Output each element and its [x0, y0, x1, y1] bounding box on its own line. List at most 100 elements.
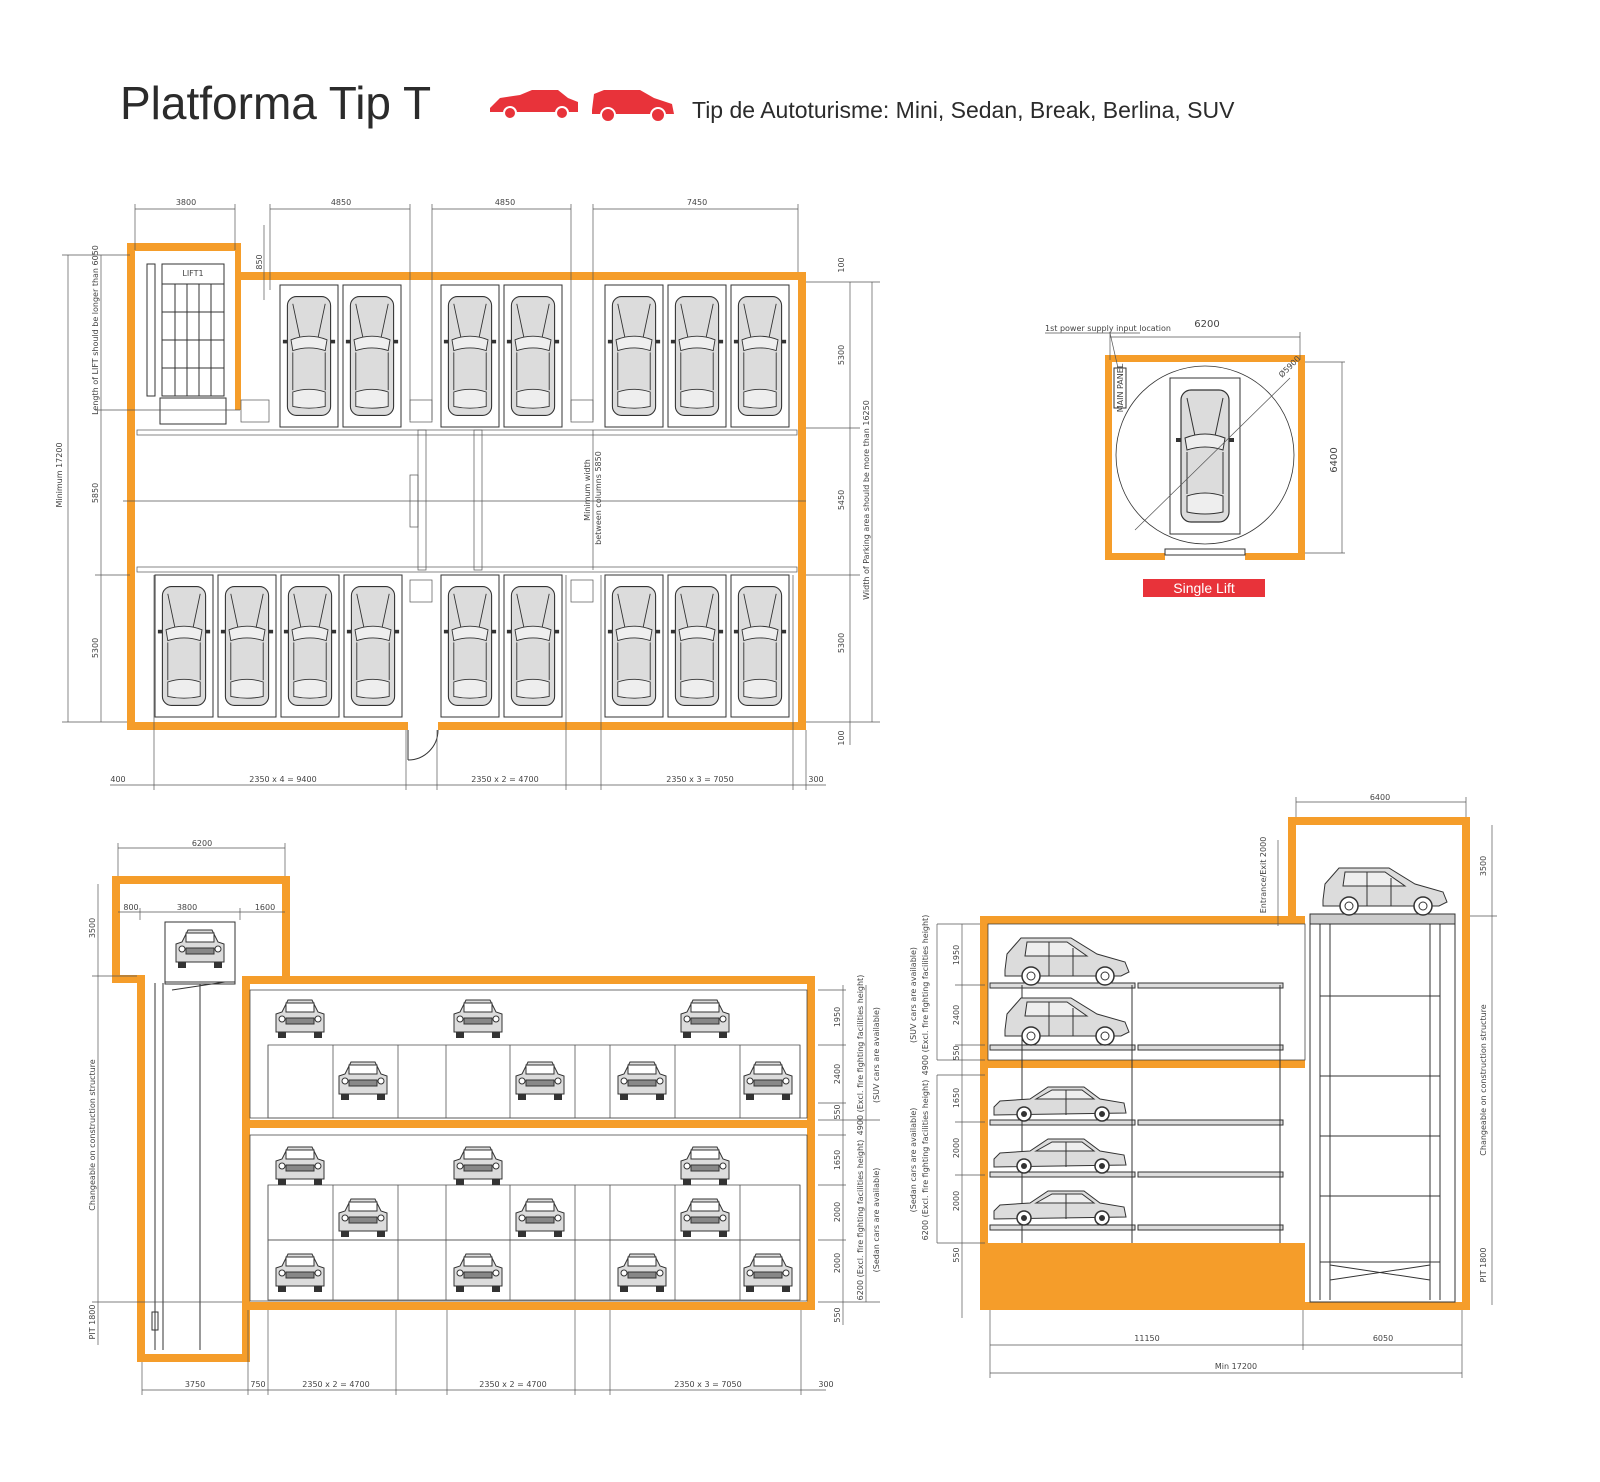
left-section-racks — [267, 999, 801, 1301]
left-dim-2000a: 2000 — [833, 1202, 842, 1222]
car-top-view — [345, 296, 399, 416]
car-top-view — [443, 296, 497, 416]
left-dimension-lines — [92, 843, 880, 1395]
left-suv-height: 4900 (Excl. fire fighting facilities hei… — [856, 975, 865, 1136]
sedan-car-icon — [490, 90, 578, 120]
dim-bottom-1: 400 — [110, 775, 125, 784]
dim-top-3: 4850 — [495, 198, 515, 207]
page-title: Platforma Tip T — [120, 77, 431, 129]
car-front-view — [743, 1061, 793, 1101]
pallet — [989, 1044, 1136, 1051]
car-front-view — [338, 1061, 388, 1101]
dim-right-2: 5300 — [837, 345, 846, 365]
single-lift-view: Ø5900 MAIN PANEL 1st power supply input … — [1045, 319, 1345, 597]
lift-car-front — [175, 929, 225, 969]
left-changeable: Changeable on construction structure — [88, 1059, 97, 1210]
dim-bottom-2: 2350 x 4 = 9400 — [249, 775, 316, 784]
left-top-width: 6200 — [192, 839, 212, 848]
lift-label: LIFT1 — [182, 269, 203, 278]
right-dim-1650: 1650 — [952, 1088, 961, 1108]
dim-5300: 5300 — [91, 638, 100, 658]
car-front-view — [617, 1253, 667, 1293]
sedan-side-view — [993, 1138, 1127, 1174]
right-dimension-labels: 6400 Entrance/Exit 2000 3500 Changeable … — [909, 793, 1488, 1371]
main-panel-label: MAIN PANEL — [1116, 363, 1125, 412]
dim-top-4: 7450 — [687, 198, 707, 207]
right-pit: PIT 1800 — [1479, 1248, 1488, 1283]
dim-right-4: 5300 — [837, 633, 846, 653]
plan-dimension-labels: 3800 4850 4850 7450 850 Length of LIFT s… — [55, 198, 871, 784]
dim-top-1: 3800 — [176, 198, 196, 207]
left-bottom-300: 300 — [818, 1380, 833, 1389]
car-top-view — [157, 586, 211, 706]
single-lift-badge — [1143, 579, 1265, 597]
plan-rails — [123, 399, 806, 603]
dim-right-3: 5450 — [837, 490, 846, 510]
car-top-view — [282, 296, 336, 416]
car-front-view — [453, 1146, 503, 1186]
min-width-line2: between columns 5850 — [594, 451, 603, 545]
lift1: LIFT1 — [146, 263, 227, 425]
car-top-view — [506, 296, 560, 416]
right-section-racks — [989, 937, 1284, 1243]
section-left: 6200 800 3800 1600 3500 Changeable on co… — [88, 839, 881, 1395]
page-subtitle: Tip de Autoturisme: Mini, Sedan, Break, … — [692, 97, 1235, 123]
pallet — [989, 1171, 1136, 1178]
lift-length-note: Length of LIFT should be longer than 605… — [91, 245, 100, 415]
left-bottom-4700a: 2350 x 2 = 4700 — [302, 1380, 369, 1389]
car-top-view — [283, 586, 337, 706]
door-icon — [407, 729, 439, 761]
car-front-view — [275, 1253, 325, 1293]
left-dim-1950: 1950 — [833, 1007, 842, 1027]
rack-row — [267, 1239, 801, 1301]
pallet — [1137, 1044, 1284, 1051]
car-top-view — [506, 586, 560, 706]
plan-view: LIFT1 — [55, 198, 880, 790]
car-top-view — [607, 296, 661, 416]
left-sub-800: 800 — [123, 903, 138, 912]
lift-suv-car — [1322, 867, 1448, 916]
right-dim-1950: 1950 — [952, 945, 961, 965]
dim-top-2: 4850 — [331, 198, 351, 207]
left-dim-550a: 550 — [833, 1104, 842, 1119]
right-top-width: 6400 — [1370, 793, 1390, 802]
width-note: Width of Parking area should be more tha… — [862, 400, 871, 600]
min-width-line1: Minimum width — [583, 459, 592, 521]
left-bottom-3750: 3750 — [185, 1380, 205, 1389]
dim-850: 850 — [255, 254, 264, 269]
dim-bottom-4: 2350 x 3 = 7050 — [666, 775, 733, 784]
pallet — [1137, 1119, 1284, 1126]
right-min-total: Min 17200 — [1215, 1362, 1257, 1371]
car-front-view — [338, 1198, 388, 1238]
left-dim-2000b: 2000 — [833, 1253, 842, 1273]
car-front-view — [453, 999, 503, 1039]
power-supply-note: 1st power supply input location — [1045, 324, 1171, 333]
left-sedan-note: (Sedan cars are available) — [872, 1168, 881, 1273]
right-dim-550b: 550 — [952, 1247, 961, 1262]
car-top-view — [607, 586, 661, 706]
left-sedan-height: 6200 (Excl. fire fighting facilities hei… — [856, 1140, 865, 1301]
right-suv-note: (SUV cars are available) — [909, 947, 918, 1043]
sedan-side-view — [993, 1086, 1127, 1122]
dim-right-1: 100 — [837, 257, 846, 272]
dim-bottom-3: 2350 x 2 = 4700 — [471, 775, 538, 784]
left-bottom-750: 750 — [250, 1380, 265, 1389]
car-top-view — [670, 296, 724, 416]
dim-bottom-5: 300 — [808, 775, 823, 784]
car-front-view — [680, 999, 730, 1039]
car-front-view — [515, 1061, 565, 1101]
car-front-view — [680, 1198, 730, 1238]
left-dim-550b: 550 — [833, 1307, 842, 1322]
right-dim-2000a: 2000 — [952, 1138, 961, 1158]
left-sub-1600: 1600 — [255, 903, 275, 912]
lift-width: 6200 — [1194, 319, 1219, 330]
section-right: 6400 Entrance/Exit 2000 3500 Changeable … — [909, 793, 1497, 1378]
min-total: Minimum 17200 — [55, 442, 64, 507]
pallet — [989, 1224, 1136, 1231]
suv-side-view — [1004, 997, 1130, 1046]
car-front-view — [275, 999, 325, 1039]
pallet — [1137, 1224, 1284, 1231]
car-front-view — [453, 1253, 503, 1293]
plan-dimension-lines — [62, 204, 880, 790]
entrance-exit: Entrance/Exit 2000 — [1259, 837, 1268, 914]
